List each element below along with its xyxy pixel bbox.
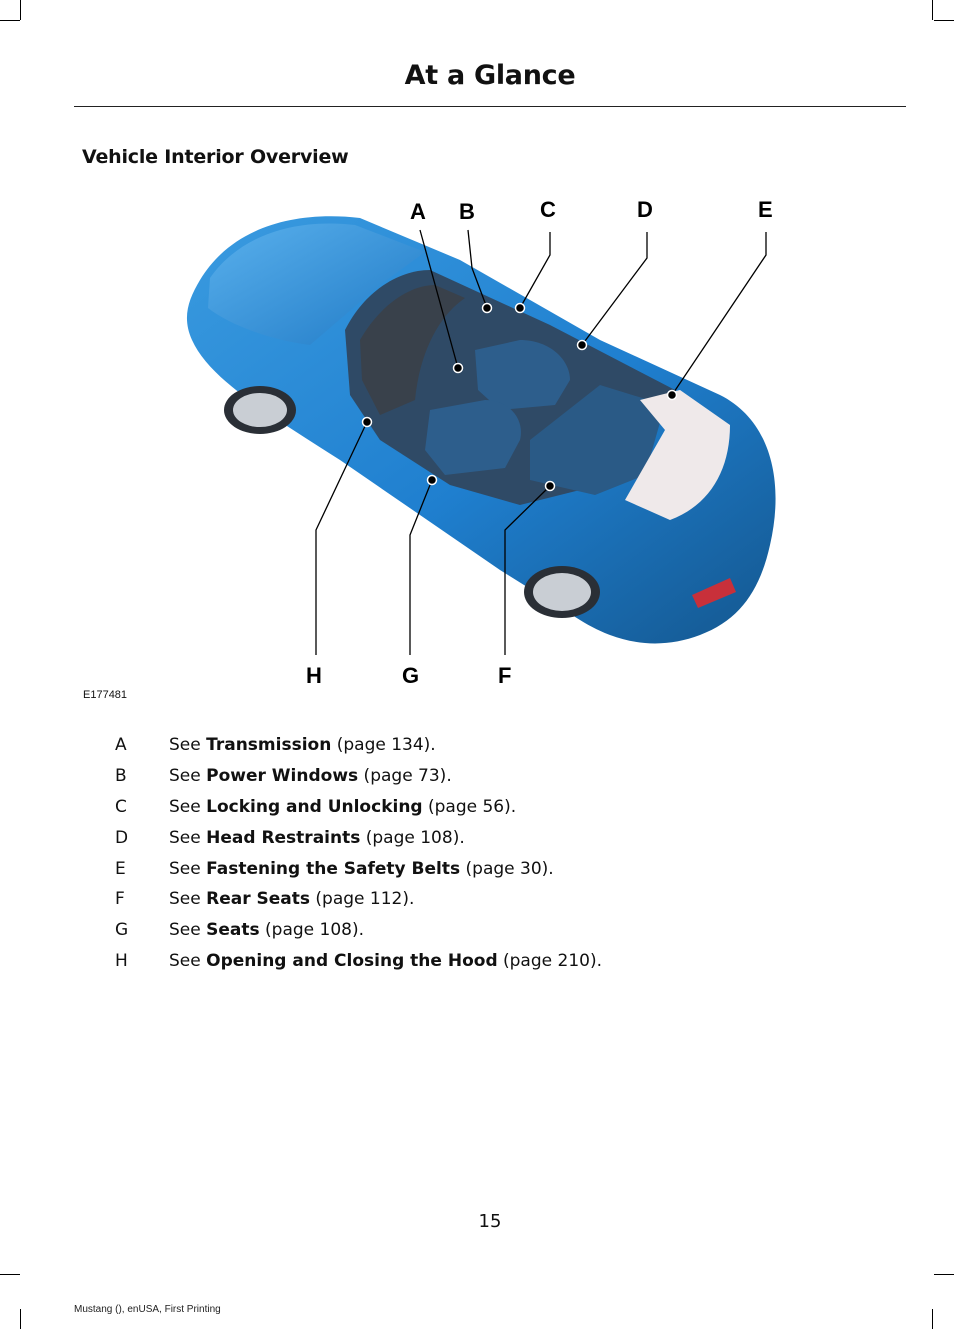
- legend-item: C See Locking and Unlocking (page 56).: [115, 793, 815, 824]
- crop-mark: [0, 1274, 20, 1275]
- callout-h: H: [306, 663, 322, 688]
- leader-lines: [315, 229, 767, 655]
- legend-description: See Head Restraints (page 108).: [169, 827, 465, 848]
- topic-link-locking-and-unlocking[interactable]: Locking and Unlocking: [206, 796, 423, 817]
- callout-d: D: [637, 197, 653, 222]
- topic-link-head-restraints[interactable]: Head Restraints: [206, 827, 361, 848]
- document-footer: Mustang (), enUSA, First Printing: [74, 1304, 221, 1315]
- section-heading: Vehicle Interior Overview: [82, 146, 349, 168]
- topic-link-transmission[interactable]: Transmission: [206, 735, 332, 755]
- legend-item: F See Rear Seats (page 112).: [115, 885, 815, 916]
- front-seat-driver: [425, 400, 521, 475]
- legend-letter: H: [115, 951, 128, 972]
- crop-mark: [20, 1309, 21, 1329]
- car-diagram: [186, 216, 776, 655]
- legend-item: H See Opening and Closing the Hood (page…: [115, 947, 815, 978]
- legend-description: See Locking and Unlocking (page 56).: [169, 796, 517, 817]
- callout-f: F: [498, 663, 512, 688]
- legend-letter: E: [115, 858, 126, 879]
- legend-item: G See Seats (page 108).: [115, 916, 815, 947]
- dashboard: [360, 285, 465, 415]
- callout-legend: A See Transmission (page 134). B See Pow…: [115, 731, 815, 978]
- front-seat-passenger: [475, 340, 570, 410]
- legend-description: See Transmission (page 134).: [169, 735, 436, 755]
- legend-letter: D: [115, 827, 129, 848]
- topic-link-opening-closing-hood[interactable]: Opening and Closing the Hood: [206, 951, 498, 972]
- rear-wheel-rim: [533, 573, 591, 611]
- crop-mark: [934, 20, 954, 21]
- callout-c: C: [540, 197, 556, 222]
- legend-item: A See Transmission (page 134).: [115, 731, 815, 762]
- callout-e: E: [758, 197, 773, 222]
- leader-points: [361, 302, 678, 492]
- front-wheel-rim: [233, 393, 287, 427]
- legend-description: See Rear Seats (page 112).: [169, 889, 415, 910]
- callout-g: G: [402, 663, 420, 688]
- topic-link-power-windows[interactable]: Power Windows: [206, 765, 359, 786]
- title-divider: [74, 106, 906, 107]
- topic-link-rear-seats[interactable]: Rear Seats: [206, 889, 311, 910]
- car-hood: [208, 223, 425, 345]
- legend-description: See Fastening the Safety Belts (page 30)…: [169, 858, 554, 879]
- legend-letter: B: [115, 765, 127, 786]
- taillight: [692, 578, 736, 608]
- legend-description: See Opening and Closing the Hood (page 2…: [169, 951, 602, 972]
- figure-id: E177481: [83, 689, 128, 701]
- callout-a: A: [410, 199, 426, 224]
- legend-description: See Power Windows (page 73).: [169, 765, 452, 786]
- page-title: At a Glance: [404, 60, 576, 91]
- crop-mark: [20, 0, 21, 20]
- topic-link-fastening-safety-belts[interactable]: Fastening the Safety Belts: [206, 858, 461, 879]
- legend-letter: G: [115, 920, 129, 941]
- legend-letter: A: [115, 735, 127, 755]
- topic-link-seats[interactable]: Seats: [206, 920, 260, 941]
- trunk-area: [625, 390, 730, 520]
- crop-mark: [934, 1274, 954, 1275]
- legend-item: E See Fastening the Safety Belts (page 3…: [115, 855, 815, 886]
- legend-letter: C: [115, 796, 127, 817]
- legend-description: See Seats (page 108).: [169, 920, 365, 941]
- vehicle-interior-illustration: A B C D E H G F: [80, 190, 860, 710]
- crop-mark: [0, 20, 20, 21]
- rear-seats: [530, 385, 665, 495]
- legend-item: B See Power Windows (page 73).: [115, 762, 815, 793]
- crop-mark: [932, 1309, 933, 1329]
- callout-b: B: [459, 199, 475, 224]
- legend-item: D See Head Restraints (page 108).: [115, 824, 815, 855]
- legend-letter: F: [115, 889, 125, 910]
- page-number: 15: [478, 1211, 502, 1232]
- crop-mark: [932, 0, 933, 20]
